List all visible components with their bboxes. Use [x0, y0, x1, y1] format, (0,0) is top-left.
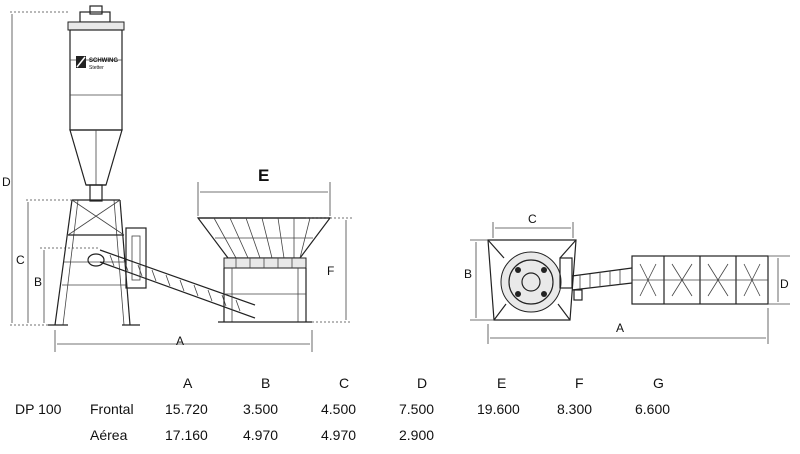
- header-b: B: [261, 375, 271, 391]
- brand-line-2: Stetter: [89, 65, 104, 71]
- cell-value: 15.720: [165, 401, 208, 417]
- top-view: C B D A: [464, 212, 790, 344]
- top-dimensions: C B D A: [464, 212, 790, 344]
- dimensions-table: A B C D E F G DP 100 Frontal 15.720 3.50…: [0, 370, 713, 448]
- aggregate-hopper: [196, 217, 332, 323]
- screw-motor: [87, 227, 147, 289]
- top-screw: [559, 257, 633, 301]
- top-dim-label-b: B: [464, 267, 472, 281]
- header-a: A: [183, 375, 193, 391]
- header-e: E: [497, 375, 507, 391]
- cell-value: 4.970: [321, 427, 357, 443]
- header-g: G: [653, 375, 664, 391]
- cell-value: 19.600: [477, 401, 520, 417]
- header-f: F: [575, 375, 584, 391]
- model-name: DP 100: [15, 401, 62, 417]
- row-label: Frontal: [90, 401, 134, 417]
- table-row: DP 100 Frontal 15.720 3.500 4.500 7.500 …: [0, 396, 713, 422]
- table-row: Aérea 17.160 4.970 4.970 2.900: [0, 422, 713, 448]
- header-d: D: [417, 375, 428, 391]
- cell-value: 4.970: [243, 427, 279, 443]
- header-c: C: [339, 375, 350, 391]
- front-dim-label-d: D: [2, 175, 11, 189]
- silo-brand-logo: SCHWING Stetter: [76, 56, 118, 71]
- front-dim-label-e: E: [258, 166, 269, 185]
- front-dim-label-b: B: [34, 275, 42, 289]
- top-dim-label-d: D: [780, 277, 789, 291]
- top-hopper-bins: [631, 255, 769, 305]
- front-dim-label-a: A: [176, 334, 184, 348]
- cell-value: 17.160: [165, 427, 208, 443]
- row-label: Aérea: [90, 427, 128, 443]
- front-dimensions: D C B A E: [2, 11, 352, 352]
- brand-line-1: SCHWING: [89, 58, 118, 64]
- cell-value: 7.500: [399, 401, 435, 417]
- table-header-row: A B C D E F G: [0, 370, 713, 396]
- front-dim-label-c: C: [16, 253, 25, 267]
- cell-value: 3.500: [243, 401, 279, 417]
- cell-value: 4.500: [321, 401, 357, 417]
- top-dim-label-a: A: [616, 321, 624, 335]
- front-view: SCHWING Stetter: [2, 5, 352, 352]
- top-dim-label-c: C: [528, 212, 537, 226]
- front-dim-label-f: F: [327, 264, 334, 278]
- top-silo-frame: [487, 239, 577, 321]
- silo: [67, 5, 125, 202]
- cell-value: 2.900: [399, 427, 435, 443]
- cell-value: 8.300: [557, 401, 593, 417]
- cell-value: 6.600: [635, 401, 671, 417]
